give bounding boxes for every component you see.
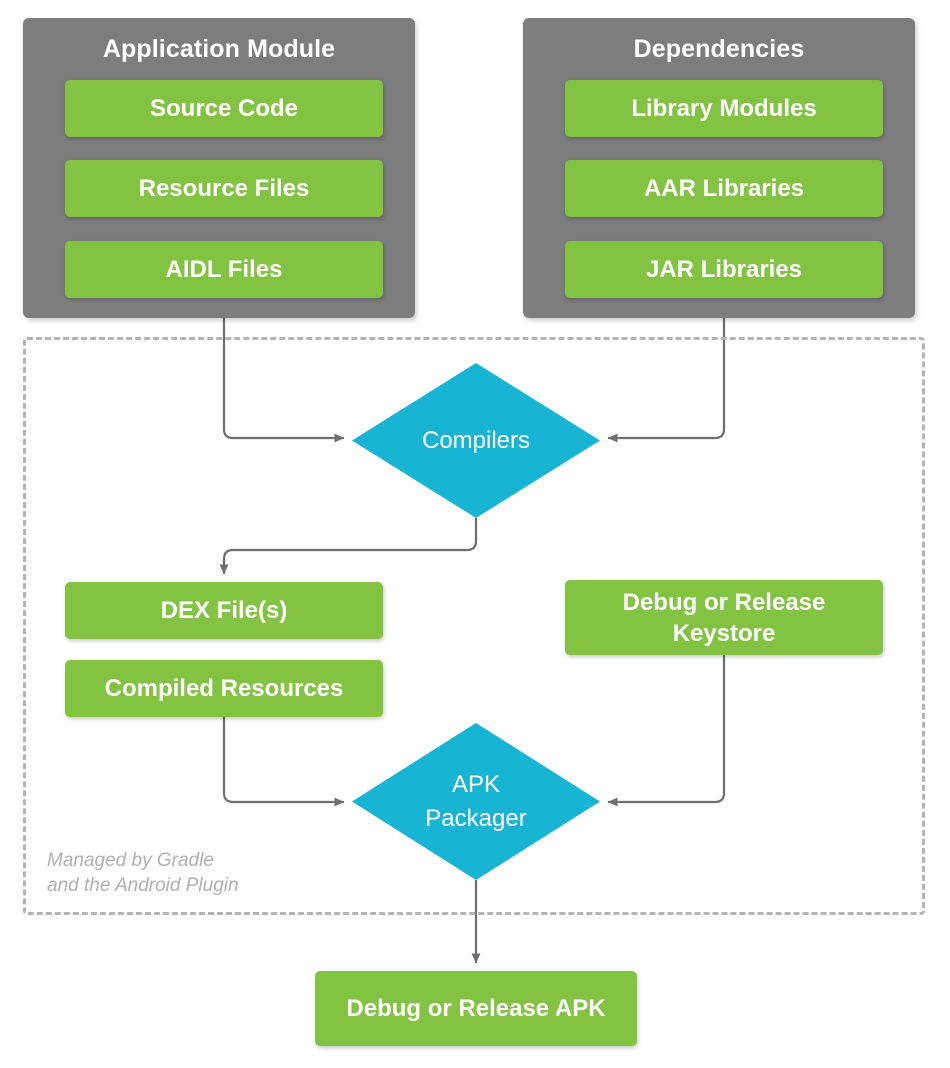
- diamond-shape-apk-packager: [352, 723, 600, 880]
- box-dex-files[interactable]: DEX File(s): [65, 582, 383, 639]
- box-aar-libraries[interactable]: AAR Libraries: [565, 160, 883, 217]
- process-apk-packager[interactable]: APK Packager: [352, 723, 600, 880]
- box-compiled-resources[interactable]: Compiled Resources: [65, 660, 383, 717]
- diamond-shape-compilers: [352, 363, 600, 518]
- box-library-modules[interactable]: Library Modules: [565, 80, 883, 137]
- box-resource-files[interactable]: Resource Files: [65, 160, 383, 217]
- process-apk-packager-label: APK Packager: [425, 770, 527, 832]
- process-compilers-label: Compilers: [421, 426, 531, 454]
- process-compilers[interactable]: Compilers: [352, 363, 600, 518]
- box-aidl-files[interactable]: AIDL Files: [65, 241, 383, 298]
- box-jar-libraries[interactable]: JAR Libraries: [565, 241, 883, 298]
- box-keystore[interactable]: Debug or Release Keystore: [565, 580, 883, 655]
- group-title-application-module: Application Module: [102, 35, 336, 63]
- group-title-dependencies: Dependencies: [633, 35, 805, 63]
- box-source-code[interactable]: Source Code: [65, 80, 383, 137]
- box-output-apk[interactable]: Debug or Release APK: [315, 971, 637, 1046]
- managed-by-gradle-note: Managed by Gradle and the Android Plugin: [47, 850, 239, 896]
- managed-by-gradle-zone: [23, 337, 925, 915]
